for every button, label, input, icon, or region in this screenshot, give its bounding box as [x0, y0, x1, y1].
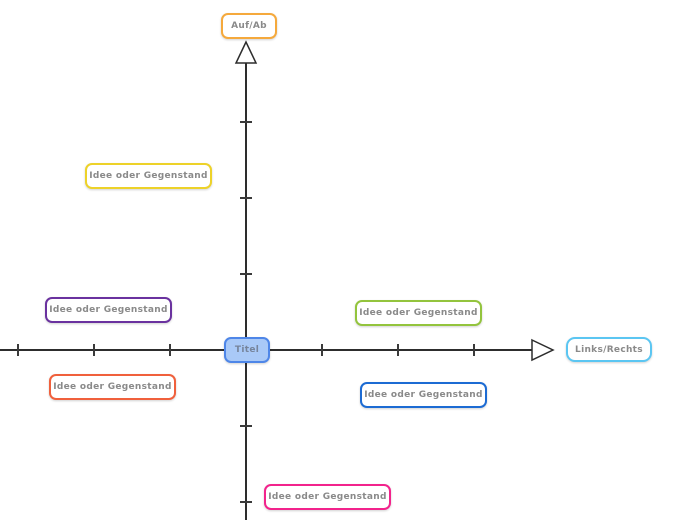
axis-tick	[240, 121, 252, 123]
axis-tick	[93, 344, 95, 356]
idea-node-mid-left[interactable]: Idee oder Gegenstand	[45, 297, 172, 323]
right-arrowhead-icon	[531, 338, 555, 362]
idea-node-upper-left[interactable]: Idee oder Gegenstand	[85, 163, 212, 189]
idea-node-mid-right-upper[interactable]: Idee oder Gegenstand	[355, 300, 482, 326]
axis-tick	[240, 273, 252, 275]
vertical-axis-line	[245, 61, 247, 520]
axis-tick	[321, 344, 323, 356]
up-arrowhead-icon	[234, 40, 258, 64]
axis-tick	[169, 344, 171, 356]
horizontal-axis-label-node[interactable]: Links/Rechts	[566, 337, 652, 362]
axis-tick	[17, 344, 19, 356]
title-node[interactable]: Titel	[224, 337, 270, 363]
axis-tick	[240, 197, 252, 199]
idea-node-lower-left[interactable]: Idee oder Gegenstand	[49, 374, 176, 400]
axis-tick	[473, 344, 475, 356]
idea-node-mid-right-lower[interactable]: Idee oder Gegenstand	[360, 382, 487, 408]
idea-node-bottom-center[interactable]: Idee oder Gegenstand	[264, 484, 391, 510]
vertical-axis-label-node[interactable]: Auf/Ab	[221, 13, 277, 39]
axis-tick	[240, 501, 252, 503]
axis-tick	[397, 344, 399, 356]
axis-tick	[240, 425, 252, 427]
